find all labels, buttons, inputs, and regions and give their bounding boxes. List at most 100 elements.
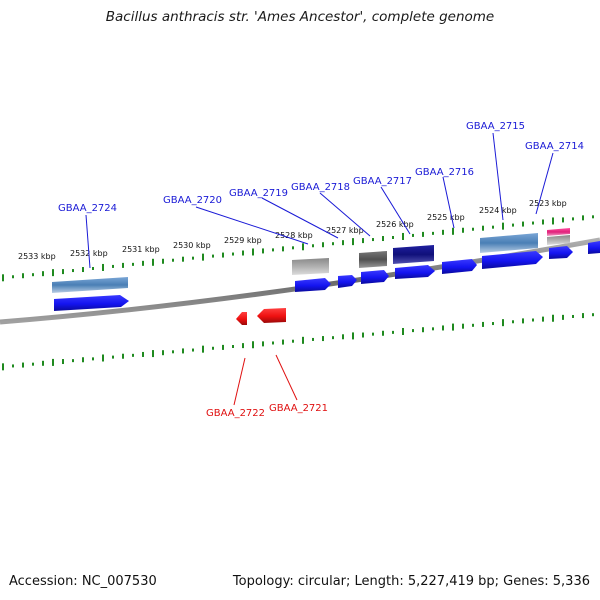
reverse-callouts xyxy=(233,354,298,406)
scale-tick xyxy=(592,313,594,317)
scale-tick xyxy=(172,258,174,262)
scale-tick xyxy=(252,248,254,256)
scale-tick xyxy=(62,359,64,365)
scale-tick xyxy=(392,235,394,239)
scale-tick xyxy=(212,254,214,258)
tick-label: 2528 kbp xyxy=(275,231,313,240)
scale-tick xyxy=(62,269,64,275)
scale-tick xyxy=(582,313,584,319)
scale-tick xyxy=(2,363,4,371)
scale-tick xyxy=(512,320,514,324)
scale-tick xyxy=(262,341,264,347)
gene-label-gbaa-2714[interactable]: GBAA_2714 xyxy=(525,141,584,152)
cds-arrow-reverse-gbaa-2721[interactable] xyxy=(257,308,286,323)
scale-tick xyxy=(52,358,54,366)
scale-tick xyxy=(332,242,334,246)
scale-tick xyxy=(582,215,584,221)
cds-arrow-forward[interactable] xyxy=(442,259,477,274)
gene-bar-gbaa-2715[interactable] xyxy=(480,233,538,253)
scale-tick xyxy=(372,332,374,336)
cds-arrow-forward[interactable] xyxy=(54,295,129,311)
scale-tick xyxy=(242,343,244,349)
scale-tick xyxy=(92,357,94,361)
gene-bar-gbaa-2714-pink[interactable] xyxy=(547,228,570,236)
scale-tick xyxy=(222,252,224,258)
scale-tick xyxy=(512,223,514,227)
gene-label-gbaa-2721[interactable]: GBAA_2721 xyxy=(269,403,328,414)
gene-label-gbaa-2720[interactable]: GBAA_2720 xyxy=(163,195,222,206)
gene-bar-gbaa-2714-gray[interactable] xyxy=(547,235,570,245)
scale-tick xyxy=(72,359,74,363)
gene-label-gbaa-2719[interactable]: GBAA_2719 xyxy=(229,188,288,199)
scale-tick xyxy=(382,236,384,242)
cds-arrow-forward[interactable] xyxy=(482,251,543,269)
gene-label-gbaa-2724[interactable]: GBAA_2724 xyxy=(58,203,117,214)
scale-tick xyxy=(382,330,384,336)
scale-tick xyxy=(342,334,344,340)
gene-bar-gbaa-2718[interactable] xyxy=(359,251,387,268)
scale-tick xyxy=(132,353,134,357)
cds-arrow-forward[interactable] xyxy=(338,275,357,288)
scale-tick xyxy=(502,222,504,230)
scale-tick xyxy=(462,323,464,329)
cds-arrow-forward[interactable] xyxy=(395,265,435,279)
cds-arrow-forward[interactable] xyxy=(549,246,573,259)
scale-tick xyxy=(442,229,444,235)
scale-tick xyxy=(352,238,354,246)
scale-tick xyxy=(162,350,164,356)
genome-summary-text: Topology: circular; Length: 5,227,419 bp… xyxy=(232,574,590,589)
scale-tick xyxy=(322,336,324,342)
gene-bar-gbaa-2720[interactable] xyxy=(292,258,329,275)
map-title: Bacillus anthracis str. 'Ames Ancestor',… xyxy=(105,9,495,25)
tick-label: 2527 kbp xyxy=(326,226,364,235)
scale-tick xyxy=(412,329,414,333)
gene-label-gbaa-2722[interactable]: GBAA_2722 xyxy=(206,408,265,419)
gene-label-gbaa-2717[interactable]: GBAA_2717 xyxy=(353,176,412,187)
cds-arrow-forward[interactable] xyxy=(588,241,600,254)
gene-label-gbaa-2716[interactable]: GBAA_2716 xyxy=(415,167,474,178)
scale-tick xyxy=(242,250,244,256)
scale-tick xyxy=(562,314,564,320)
scale-tick xyxy=(592,215,594,219)
scale-tick xyxy=(202,345,204,353)
scale-tick xyxy=(32,273,34,277)
scale-tick xyxy=(42,360,44,366)
scale-tick xyxy=(352,332,354,340)
gene-label-gbaa-2718[interactable]: GBAA_2718 xyxy=(291,182,350,193)
scale-tick xyxy=(302,243,304,251)
scale-tick xyxy=(472,227,474,231)
scale-tick xyxy=(22,273,24,279)
cds-arrow-reverse-gbaa-2722[interactable] xyxy=(236,312,247,325)
scale-tick xyxy=(392,330,394,334)
scale-tick xyxy=(42,271,44,277)
scale-tick xyxy=(312,244,314,248)
scale-tick xyxy=(492,225,494,229)
scale-tick xyxy=(2,274,4,282)
scale-tick xyxy=(462,227,464,233)
reverse-scale-track xyxy=(2,313,594,371)
cds-arrow-forward[interactable] xyxy=(295,278,331,292)
scale-tick xyxy=(482,225,484,231)
tick-label: 2533 kbp xyxy=(18,252,56,261)
scale-tick xyxy=(212,346,214,350)
forward-scale-track xyxy=(2,215,594,282)
scale-tick xyxy=(232,345,234,349)
scale-tick xyxy=(192,256,194,260)
scale-tick xyxy=(262,248,264,254)
scale-tick xyxy=(12,275,14,279)
gene-bar-gbaa-2717[interactable] xyxy=(393,245,434,264)
scale-tick xyxy=(82,267,84,273)
gene-bar-gbaa-2724[interactable] xyxy=(52,277,128,293)
scale-tick xyxy=(152,258,154,266)
scale-tick xyxy=(372,238,374,242)
gene-label-gbaa-2715[interactable]: GBAA_2715 xyxy=(466,121,525,132)
scale-tick xyxy=(552,314,554,322)
scale-tick xyxy=(362,332,364,338)
scale-tick xyxy=(92,266,94,270)
scale-tick xyxy=(572,314,574,318)
accession-text: Accession: NC_007530 xyxy=(9,574,157,589)
cds-arrow-forward[interactable] xyxy=(361,270,389,284)
scale-tick xyxy=(402,327,404,335)
scale-tick xyxy=(282,246,284,252)
scale-tick xyxy=(302,336,304,344)
